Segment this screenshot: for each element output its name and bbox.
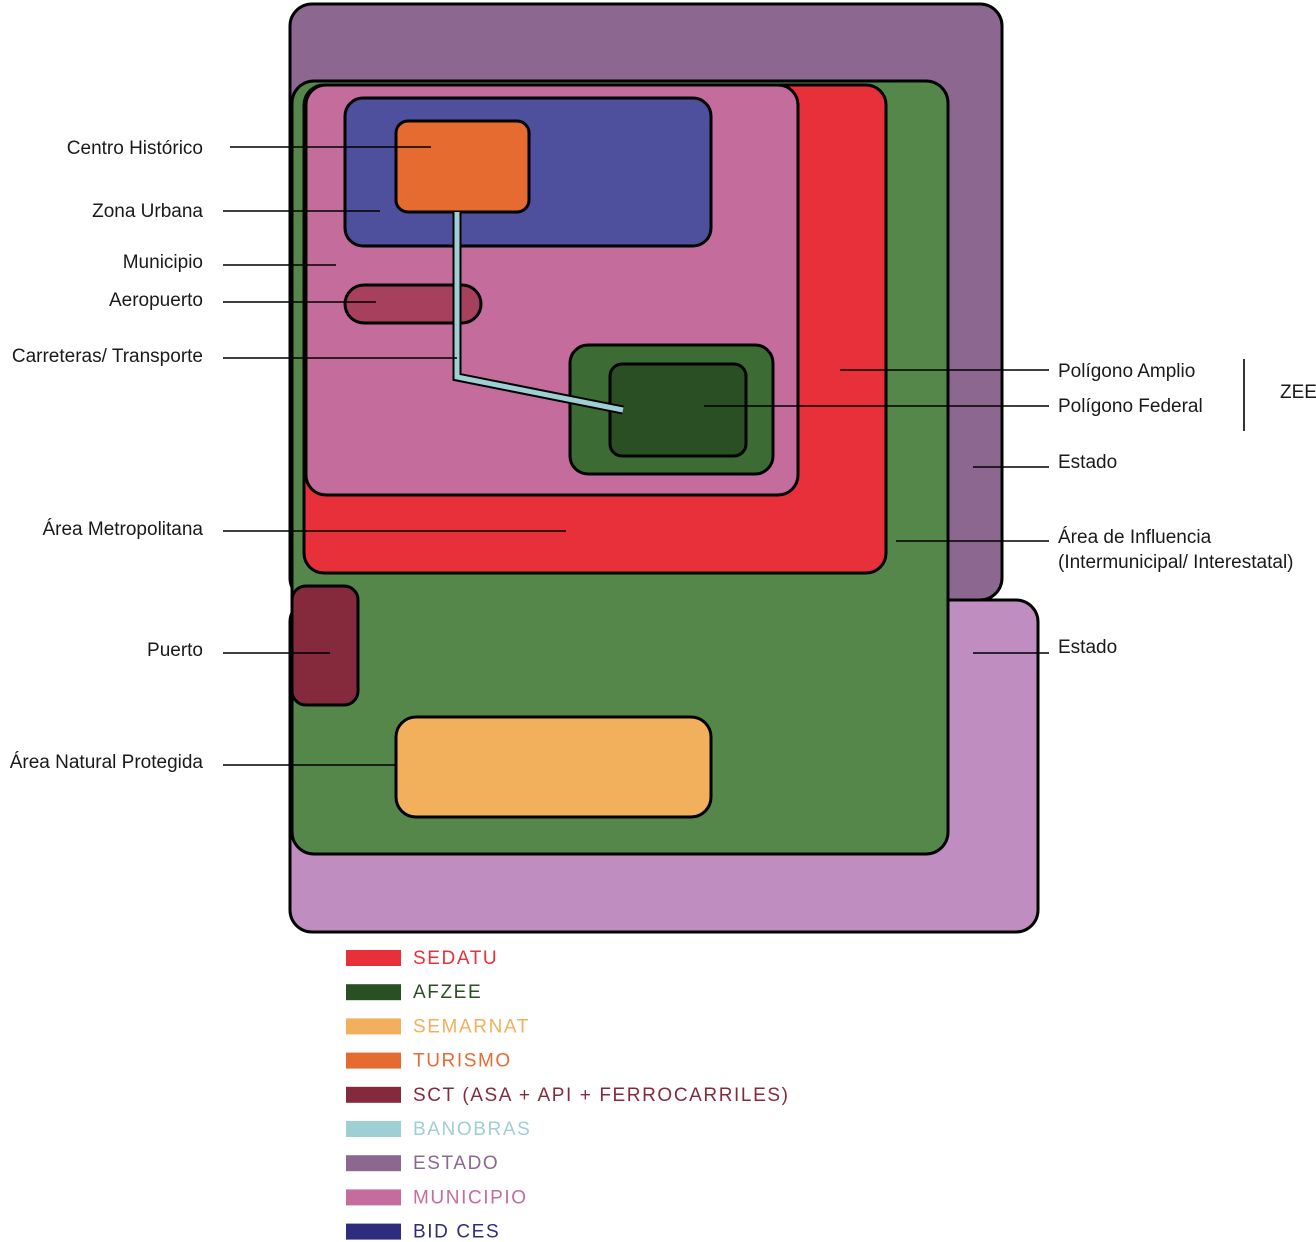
carretera-line <box>452 212 624 415</box>
aeropuerto-region <box>343 283 483 325</box>
legend-swatch <box>346 984 401 1001</box>
label-aeropuerto: Aeropuerto <box>109 290 203 311</box>
legend-label: BANOBRAS <box>413 1119 531 1140</box>
label-zee: ZEE <box>1280 382 1316 403</box>
legend-label: SEMARNAT <box>413 1016 530 1037</box>
centro-historico-region <box>394 119 531 214</box>
legend-swatch <box>346 1018 401 1035</box>
legend-swatch <box>346 950 401 966</box>
legend-label: ESTADO <box>413 1153 499 1174</box>
label-puerto: Puerto <box>147 640 203 661</box>
label-poligono-federal: Polígono Federal <box>1058 396 1203 417</box>
legend-swatch <box>346 1155 401 1172</box>
legend-swatch <box>346 1052 401 1069</box>
legend-swatch <box>346 1223 401 1240</box>
legend-swatch <box>346 1086 401 1103</box>
legend-swatch <box>346 1189 401 1206</box>
label-estado-2: Estado <box>1058 637 1117 658</box>
legend-label: MUNICIPIO <box>413 1187 528 1208</box>
label-zona-urbana: Zona Urbana <box>92 201 203 222</box>
label-poligono-amplio: Polígono Amplio <box>1058 361 1195 382</box>
label-carreteras: Carreteras/ Transporte <box>12 346 203 367</box>
legend-label: SCT (ASA + API + FERROCARRILES) <box>413 1085 790 1106</box>
label-area-influencia-2: (Intermunicipal/ Interestatal) <box>1058 552 1294 573</box>
label-estado-1: Estado <box>1058 452 1117 473</box>
label-centro-historico: Centro Histórico <box>67 138 203 159</box>
legend: SEDATU AFZEE SEMARNAT TURISMO SCT (ASA + API… <box>346 948 790 1242</box>
legend-swatch <box>346 1121 401 1137</box>
label-area-natural: Área Natural Protegida <box>10 752 204 773</box>
legend-label: BID CES <box>413 1222 500 1242</box>
poligono-federal-region <box>608 362 748 458</box>
puerto-region <box>290 584 360 707</box>
label-area-influencia-1: Área de Influencia <box>1058 527 1212 548</box>
legend-label: AFZEE <box>413 982 482 1003</box>
legend-label: TURISMO <box>413 1051 512 1072</box>
label-municipio: Municipio <box>123 252 203 273</box>
label-area-metropolitana: Área Metropolitana <box>42 519 203 540</box>
legend-label: SEDATU <box>413 948 498 969</box>
area-natural-region <box>394 715 713 819</box>
